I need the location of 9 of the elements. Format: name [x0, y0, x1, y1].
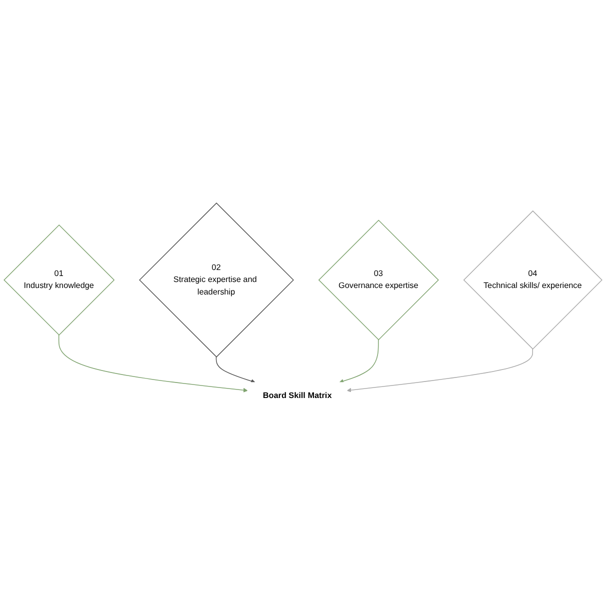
node-diamond: 04 Technical skills/ experience — [463, 210, 602, 350]
arrow — [346, 348, 533, 392]
arrow — [58, 334, 248, 392]
node-diamond: 02 Strategic expertise and leadership — [139, 202, 294, 357]
arrow — [339, 338, 379, 383]
node-text: Board Skill Matrix — [262, 391, 332, 400]
arrow — [216, 356, 256, 383]
node-diamond: 01 Industry knowledge — [4, 224, 115, 336]
node-diamond: 03 Governance expertise — [318, 219, 439, 340]
